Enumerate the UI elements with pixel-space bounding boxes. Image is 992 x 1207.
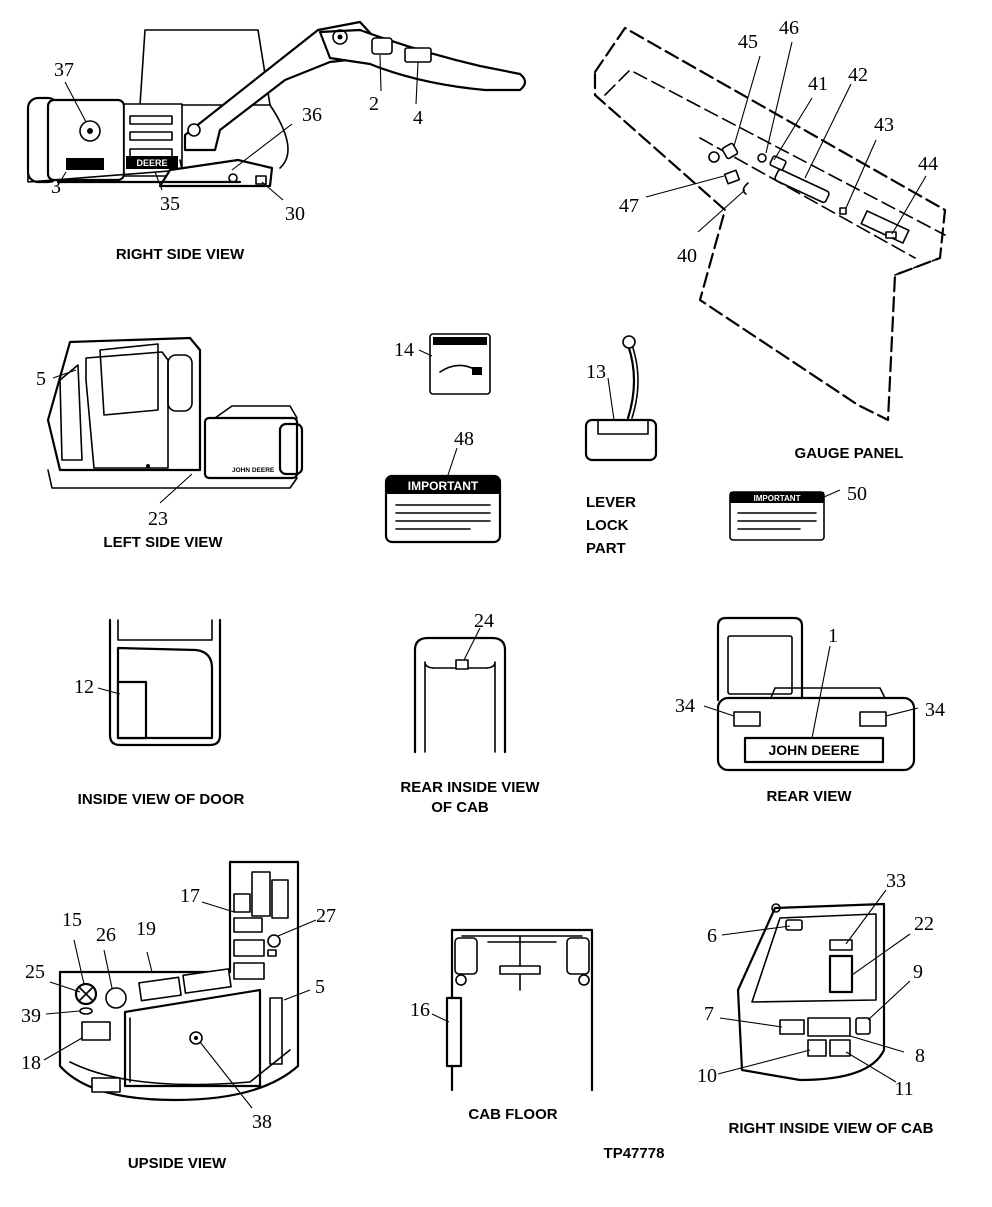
- callout-5-upside: 5: [315, 976, 325, 998]
- decal-48: IMPORTANT 48: [384, 428, 502, 544]
- gauge-panel-caption: GAUGE PANEL: [795, 445, 904, 462]
- upside-view: 17 19 15 26 25 39 18 27 5 38 UPSIDE VIEW: [21, 860, 336, 1172]
- rear-inside-caption-1: REAR INSIDE VIEW: [400, 779, 540, 796]
- figure-id: TP47778: [604, 1145, 665, 1162]
- callout-16: 16: [410, 999, 430, 1021]
- inside-door-caption: INSIDE VIEW OF DOOR: [78, 791, 245, 808]
- callout-9: 9: [913, 961, 923, 983]
- decal-14: 14: [394, 333, 491, 395]
- callout-3: 3: [51, 176, 61, 198]
- callout-42: 42: [848, 64, 868, 86]
- lever-lock-caption-2: LOCK: [586, 517, 629, 534]
- callout-19: 19: [136, 918, 156, 940]
- lever-lock-caption-1: LEVER: [586, 494, 636, 511]
- callout-1: 1: [828, 625, 838, 647]
- callout-17: 17: [180, 885, 200, 907]
- callout-11: 11: [894, 1078, 913, 1100]
- rear-view-caption: REAR VIEW: [766, 788, 852, 805]
- right-side-view-caption: RIGHT SIDE VIEW: [116, 246, 245, 263]
- callout-8: 8: [915, 1045, 925, 1067]
- left-side-view-caption: LEFT SIDE VIEW: [103, 534, 223, 551]
- callout-4: 4: [413, 107, 423, 129]
- callout-46: 46: [779, 17, 799, 39]
- callout-41: 41: [808, 73, 828, 95]
- inside-door-view: 12 INSIDE VIEW OF DOOR: [74, 618, 245, 808]
- callout-22: 22: [914, 913, 934, 935]
- callout-10: 10: [697, 1065, 717, 1087]
- callout-34-right: 34: [925, 699, 945, 721]
- right-side-view: DEERE 37 2 4 36 30 35 3 RIGHT SIDE VIEW: [26, 20, 527, 263]
- callout-37: 37: [54, 59, 74, 81]
- callout-23: 23: [148, 508, 168, 530]
- callout-25: 25: [25, 961, 45, 983]
- right-inside-cab-view: 33 22 6 9 7 8 10 11 RIGHT INSIDE VIEW OF…: [697, 870, 934, 1137]
- cab-floor-view: 16 CAB FLOOR: [410, 928, 594, 1123]
- callout-33: 33: [886, 870, 906, 892]
- callout-12: 12: [74, 676, 94, 698]
- callout-7: 7: [704, 1003, 714, 1025]
- callout-14: 14: [394, 339, 414, 361]
- callout-48: 48: [454, 428, 474, 450]
- callout-34-left: 34: [675, 695, 695, 717]
- callout-47: 47: [619, 195, 639, 217]
- callout-5-left: 5: [36, 368, 46, 390]
- rear-inside-cab-view: 24 REAR INSIDE VIEW OF CAB: [400, 610, 540, 816]
- upside-view-caption: UPSIDE VIEW: [128, 1155, 227, 1172]
- callout-44: 44: [918, 153, 938, 175]
- john-deere-decal-left: JOHN DEERE: [232, 467, 275, 474]
- decal-50-important: IMPORTANT: [754, 494, 801, 503]
- callout-38: 38: [252, 1111, 272, 1133]
- callout-24: 24: [474, 610, 494, 632]
- callout-13: 13: [586, 361, 606, 383]
- callout-40: 40: [677, 245, 697, 267]
- callout-6: 6: [707, 925, 717, 947]
- callout-15: 15: [62, 909, 82, 931]
- callout-2: 2: [369, 93, 379, 115]
- left-side-view: JOHN DEERE 5 23 LEFT SIDE VIEW: [36, 336, 304, 551]
- right-inside-cab-caption: RIGHT INSIDE VIEW OF CAB: [728, 1120, 933, 1137]
- john-deere-decal-rear: JOHN DEERE: [768, 742, 859, 758]
- callout-26: 26: [96, 924, 116, 946]
- gauge-panel-view: 45 46 41 42 43 44 47 40 GAUGE PANEL: [593, 17, 947, 462]
- callout-45: 45: [738, 31, 758, 53]
- callout-36: 36: [302, 104, 322, 126]
- callout-39: 39: [21, 1005, 41, 1027]
- deere-decal-text: DEERE: [136, 158, 167, 168]
- callout-18: 18: [21, 1052, 41, 1074]
- callout-50: 50: [847, 483, 867, 505]
- callout-30: 30: [285, 203, 305, 225]
- callout-43: 43: [874, 114, 894, 136]
- lever-lock-part: 13 LEVER LOCK PART: [584, 335, 658, 557]
- cab-floor-caption: CAB FLOOR: [468, 1106, 557, 1123]
- rear-inside-caption-2: OF CAB: [431, 799, 489, 816]
- decal-50: IMPORTANT 50: [729, 483, 867, 541]
- decal-48-important: IMPORTANT: [408, 479, 479, 493]
- callout-27: 27: [316, 905, 336, 927]
- lever-lock-caption-3: PART: [586, 540, 626, 557]
- callout-35: 35: [160, 193, 180, 215]
- rear-view: JOHN DEERE 1 34 34 REAR VIEW: [675, 616, 945, 805]
